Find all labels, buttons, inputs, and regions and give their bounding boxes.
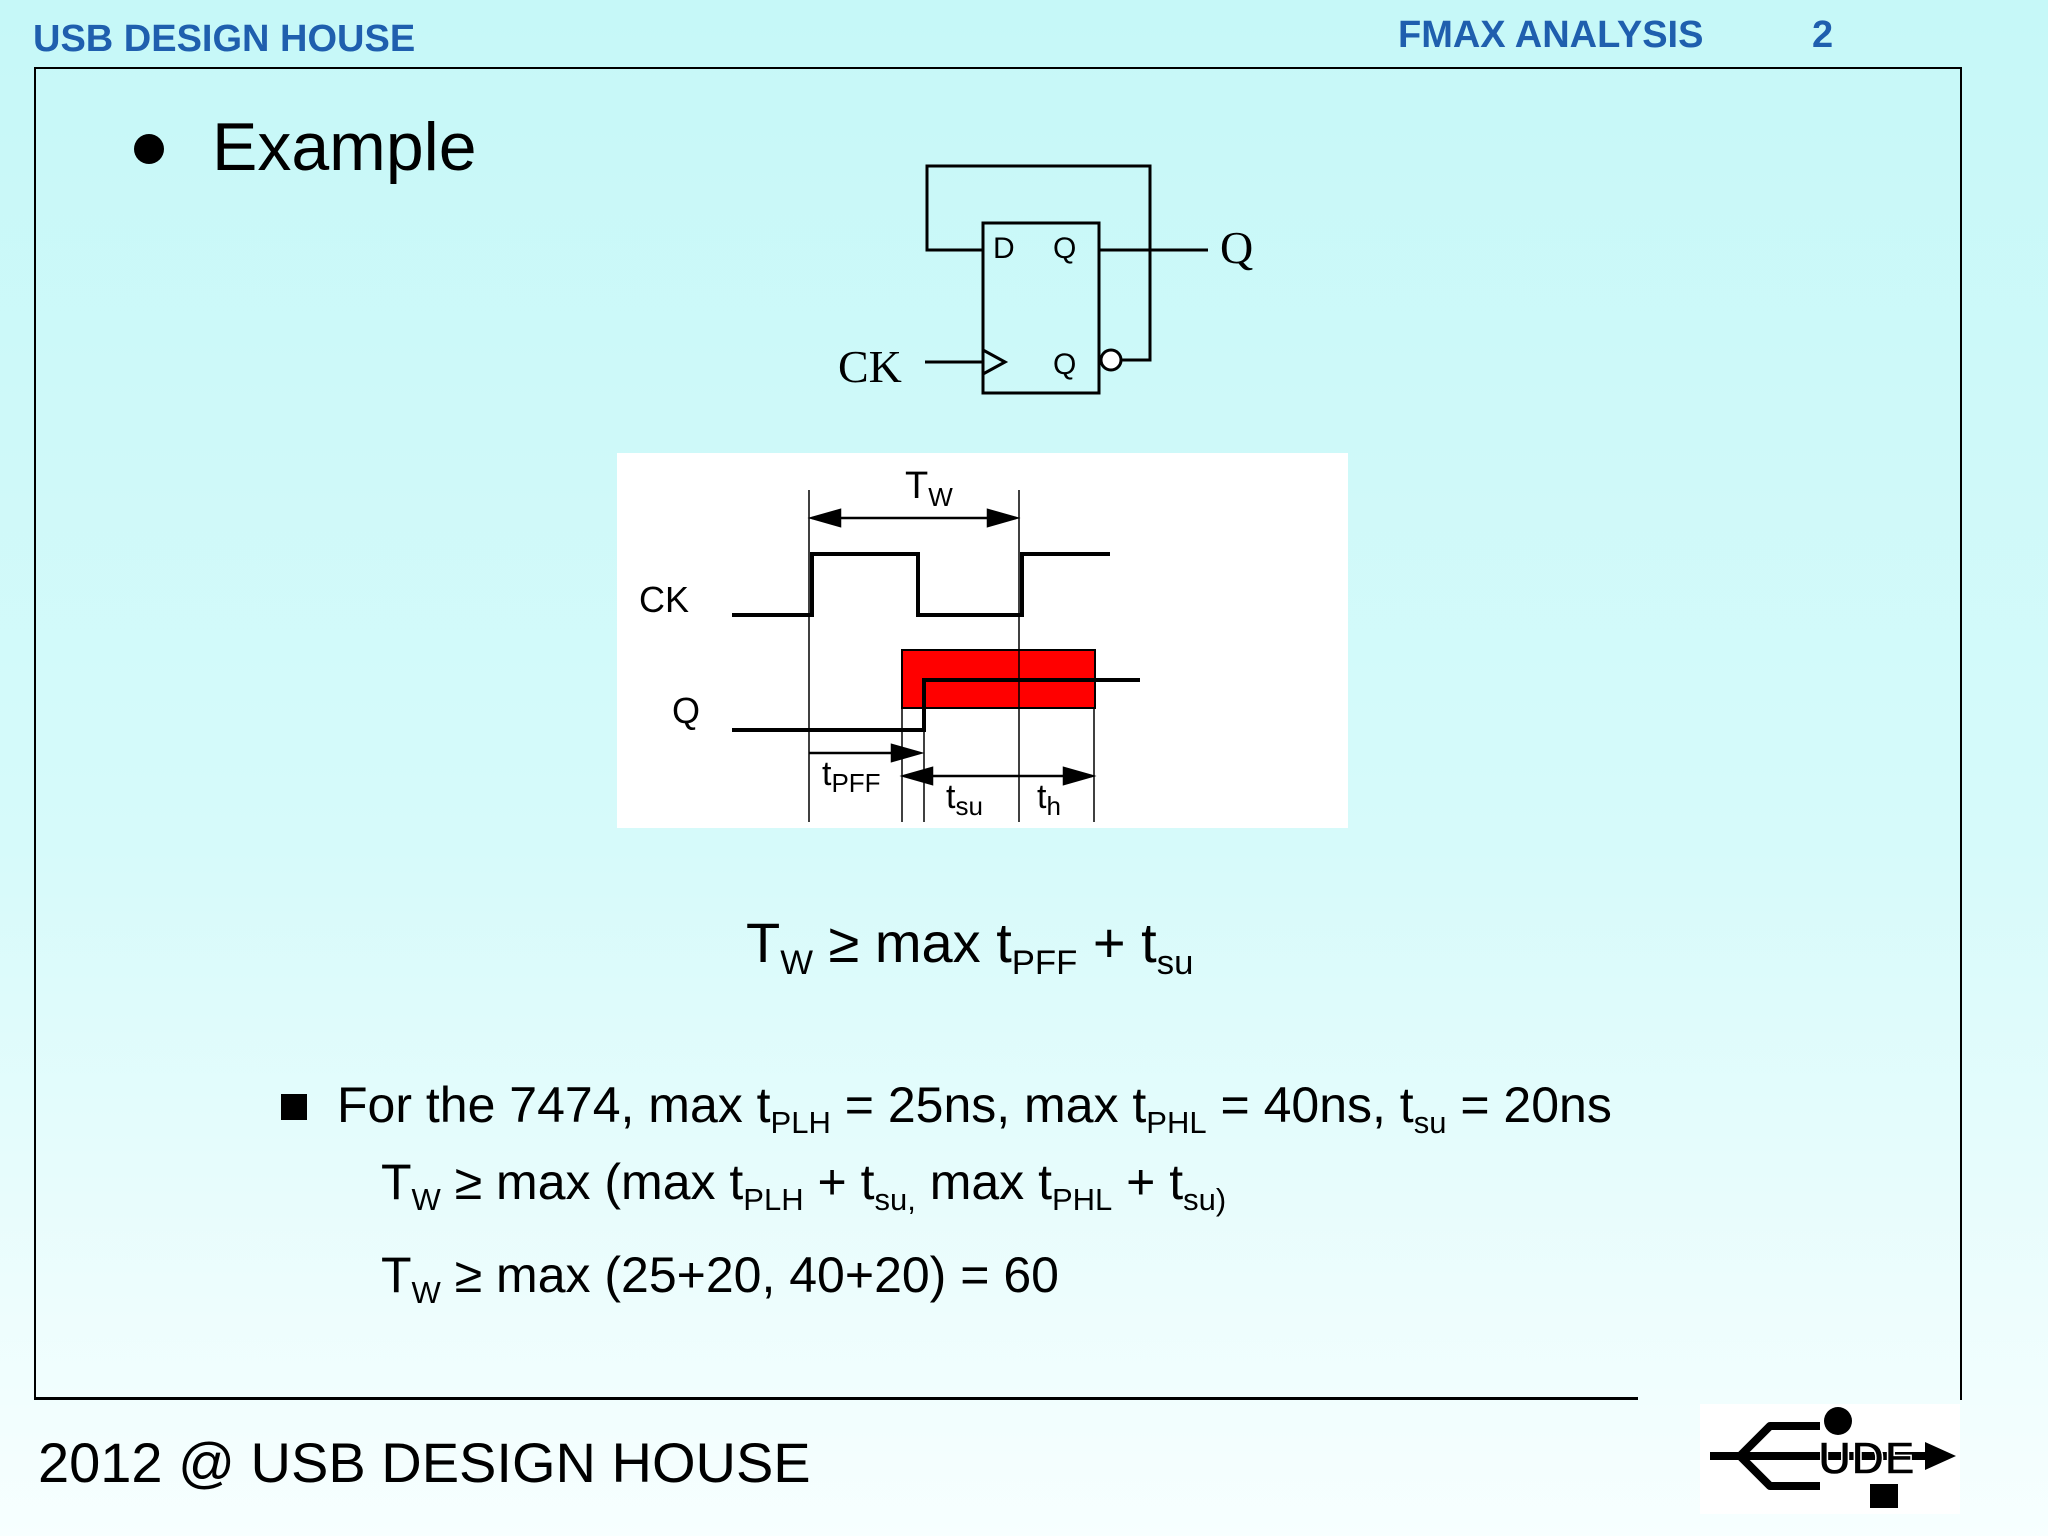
clock-triangle — [982, 348, 1009, 376]
eq-w-sub: W — [780, 944, 813, 983]
frame-bottom-divider — [34, 1397, 1638, 1400]
frame-right-divider — [1960, 1380, 1962, 1400]
qbar-bubble — [1099, 348, 1123, 372]
eq-pff-sub: PFF — [1011, 944, 1078, 983]
th-label: th — [1037, 778, 1061, 821]
example-line-2: TW ≥ max (max tPLH + tsu, max tPHL + tsu… — [381, 1153, 1226, 1215]
tsu-arrow-head — [899, 766, 934, 786]
tw-arrow-right — [986, 508, 1021, 528]
footer-copyright: 2012 @ USB DESIGN HOUSE — [38, 1431, 811, 1494]
l2-su1-sub: su, — [874, 1181, 916, 1217]
timing-panel — [617, 453, 1348, 828]
l1-su-sub: su — [1413, 1104, 1447, 1140]
q-timing-label: Q — [672, 690, 700, 731]
main-equation: TW ≥ max tPFF + tsu — [746, 910, 1193, 981]
tw-label: TW — [905, 465, 953, 512]
bullet-heading: Example — [212, 109, 477, 185]
th-arrow-head — [1062, 766, 1097, 786]
section-title: FMAX ANALYSIS — [1398, 14, 1704, 56]
l2-phl-sub: PHL — [1051, 1181, 1113, 1217]
l1-text-c: = 40ns, t — [1206, 1077, 1414, 1133]
output-q-label: Q — [1220, 222, 1253, 273]
flip-flop-diagram: D Q Q Q CK — [838, 164, 1253, 395]
example-line-1: For the 7474, max tPLH = 25ns, max tPHL … — [337, 1076, 1612, 1138]
l1-text-a: For the 7474, max t — [337, 1077, 771, 1133]
l2-plh-sub: PLH — [743, 1181, 804, 1217]
eq-plus: + t — [1077, 911, 1157, 974]
flip-flop-box — [981, 221, 1101, 395]
ck-timing-label: CK — [639, 579, 689, 620]
l1-text-b: = 25ns, max t — [830, 1077, 1147, 1133]
timing-diagram: TW CK Q tPFF tsu th — [639, 465, 1140, 822]
ck-waveform — [732, 552, 1110, 617]
l2-text-c: max t — [915, 1154, 1052, 1210]
feedback-wire — [925, 164, 1152, 362]
tsu-label: tsu — [946, 778, 983, 821]
d-pin-label: D — [993, 232, 1015, 265]
example-line-3: TW ≥ max (25+20, 40+20) = 60 — [381, 1246, 1059, 1308]
l2-t: T — [381, 1154, 412, 1210]
logo-text: UDE — [1818, 1432, 1915, 1484]
l1-plh-sub: PLH — [770, 1104, 831, 1140]
eq-t: T — [746, 911, 781, 974]
qbar-pin-label: Q — [1053, 348, 1076, 381]
clock-label: CK — [838, 341, 902, 392]
l2-su2-sub: su) — [1183, 1181, 1227, 1217]
q-pin-label: Q — [1053, 232, 1076, 265]
l1-phl-sub: PHL — [1146, 1104, 1207, 1140]
l2-text-a: ≥ max (max t — [440, 1154, 744, 1210]
l3-w-sub: W — [411, 1274, 441, 1310]
usb-logo: UDE — [1700, 1404, 1960, 1519]
q-waveform — [732, 678, 1140, 732]
eq-rel: ≥ max t — [813, 911, 1012, 974]
content-frame — [34, 67, 1962, 1399]
eq-su-sub: su — [1156, 944, 1194, 983]
tw-arrow-left — [807, 508, 842, 528]
tpff-label: tPFF — [822, 755, 881, 798]
l2-text-b: + t — [803, 1154, 875, 1210]
l3-text-a: ≥ max (25+20, 40+20) = 60 — [440, 1247, 1059, 1303]
bullet-dot — [134, 134, 164, 164]
l3-t: T — [381, 1247, 412, 1303]
brand-title: USB DESIGN HOUSE — [33, 18, 416, 60]
square-bullet — [281, 1094, 307, 1120]
page-number: 2 — [1812, 14, 1834, 56]
tpff-arrow-head — [890, 743, 925, 763]
l1-text-d: = 20ns — [1446, 1077, 1612, 1133]
l2-text-d: + t — [1112, 1154, 1184, 1210]
l2-w-sub: W — [411, 1181, 441, 1217]
